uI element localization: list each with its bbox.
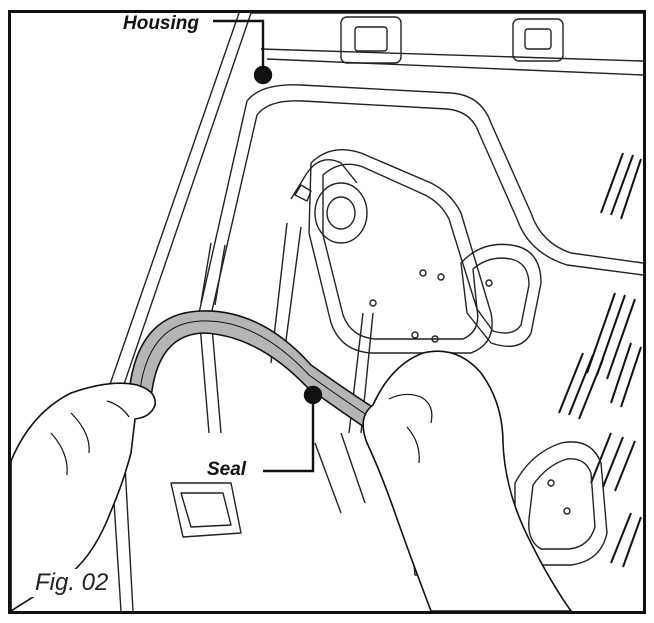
figure-frame: Housing Seal Fig. 02 (8, 10, 646, 614)
housing-rim-inner (266, 58, 643, 76)
seal-label: Seal (207, 459, 247, 480)
housing-label: Housing (123, 13, 199, 34)
seal-callout-leader (263, 385, 323, 473)
top-bracket-left (340, 16, 402, 64)
housing-callout-leader (213, 19, 273, 85)
vent-slots (558, 152, 642, 568)
knob (314, 182, 368, 244)
right-hand (362, 350, 572, 611)
housing-channel (246, 84, 643, 264)
housing-rim (260, 48, 643, 62)
inner-panel (308, 149, 493, 354)
right-cavity (460, 243, 542, 347)
figure-caption: Fig. 02 (31, 569, 113, 597)
housing-seal-illustration (11, 13, 643, 611)
left-hand (11, 382, 156, 611)
top-bracket-right (512, 18, 564, 62)
